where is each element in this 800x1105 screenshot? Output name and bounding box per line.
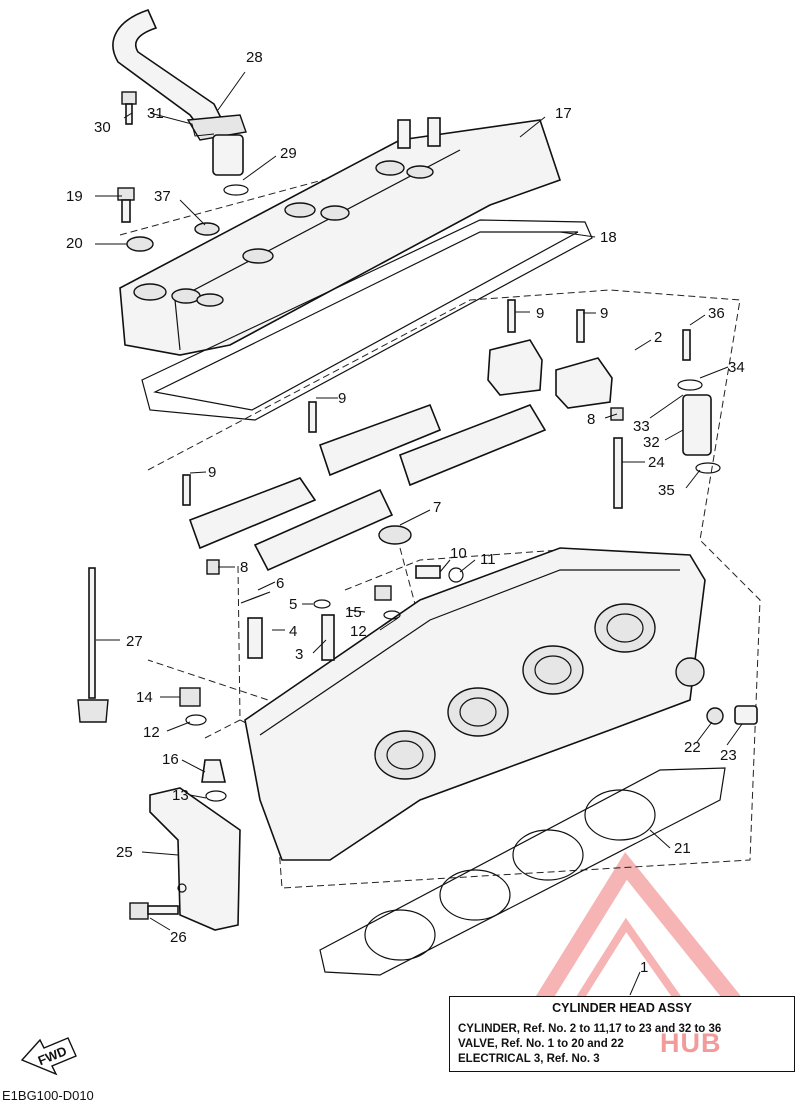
stud-bolt [613, 437, 623, 509]
callout-label: 9 [208, 464, 216, 481]
seal-5 [313, 599, 331, 609]
cover-plug-holes [133, 160, 434, 307]
guide-3 [321, 614, 335, 661]
bracket-hole [177, 883, 187, 893]
fwd-arrow: FWD [20, 1037, 77, 1076]
cover-gasket-inner [153, 231, 579, 411]
legend-line-cylinder: CYLINDER, Ref. No. 2 to 11,17 to 23 and … [458, 1023, 722, 1035]
hose-joint [186, 114, 247, 141]
callout-label: 19 [66, 188, 83, 205]
callout-label: 33 [633, 418, 650, 435]
callout-label: 29 [280, 145, 297, 162]
callout-label: 4 [289, 623, 297, 640]
washer-12 [383, 610, 401, 620]
callout-label: 20 [66, 235, 83, 252]
grommet-20 [126, 236, 154, 252]
nut-14 [179, 687, 201, 707]
callout-label: 7 [433, 499, 441, 516]
callout-label: 5 [289, 596, 297, 613]
cover-stud [397, 119, 411, 149]
callout-label: 3 [295, 646, 303, 663]
cover-gasket [141, 219, 593, 421]
callout-label: 23 [720, 747, 737, 764]
o-ring [223, 184, 249, 196]
callout-label: 9 [536, 305, 544, 322]
cable-tie-head [77, 699, 109, 723]
callout-label: 12 [143, 724, 160, 741]
callout-label: 27 [126, 633, 143, 650]
callout-label: 11 [480, 551, 496, 568]
callout-label: 14 [136, 689, 153, 706]
bracket-25 [149, 787, 241, 931]
callout-label: 1 [640, 959, 648, 976]
callout-label: 21 [674, 840, 691, 857]
callout-label: 36 [708, 305, 725, 322]
callout-label: 8 [587, 411, 595, 428]
hose-fitting [212, 134, 244, 176]
head-gasket-bores [364, 789, 656, 961]
callout-label: 17 [555, 105, 572, 122]
o-ring-35 [695, 462, 721, 474]
callout-label: 35 [658, 482, 675, 499]
callout-label: 25 [116, 844, 133, 861]
plug-7 [378, 525, 412, 545]
nut-15 [374, 585, 392, 601]
bolt-26 [129, 902, 179, 920]
callout-label: 10 [450, 545, 467, 562]
sensor-seal [677, 379, 703, 391]
cable-tie [88, 567, 96, 699]
callout-label: 9 [338, 390, 346, 407]
callout-label: 2 [654, 329, 662, 346]
legend-title: CYLINDER HEAD ASSY [552, 1001, 692, 1015]
callout-label: 30 [94, 119, 111, 136]
callout-label: 15 [345, 604, 362, 621]
callout-label: 9 [600, 305, 608, 322]
callout-label: 18 [600, 229, 617, 246]
washer-11 [448, 567, 464, 583]
callout-label: 6 [276, 575, 284, 592]
washer-22 [706, 707, 724, 725]
callout-label: 22 [684, 739, 701, 756]
head-gasket [319, 767, 726, 976]
water-outlet [675, 657, 705, 687]
cam-caps [188, 339, 613, 572]
plug-23 [734, 705, 758, 725]
bolt-19 [117, 187, 135, 223]
guide-4 [247, 617, 263, 659]
washer-12b [185, 714, 207, 726]
sensor-32 [682, 394, 712, 456]
legend-box: CYLINDER HEAD ASSY CYLINDER, Ref. No. 2 … [449, 996, 795, 1072]
legend-line-electrical: ELECTRICAL 3, Ref. No. 3 [458, 1053, 600, 1065]
callout-label: 28 [246, 49, 263, 66]
callout-label: 26 [170, 929, 187, 946]
callouts: 28 30 31 29 17 19 37 20 18 9 9 2 36 34 9… [66, 49, 745, 976]
leader-lines [95, 71, 743, 996]
legend-line-valve: VALVE, Ref. No. 1 to 20 and 22 [458, 1038, 624, 1050]
callout-label: 24 [648, 454, 665, 471]
callout-label: 8 [240, 559, 248, 576]
valve-6 [240, 591, 271, 604]
callout-label: 16 [162, 751, 179, 768]
bolt-10 [415, 565, 441, 579]
dowel-pin [206, 559, 220, 575]
bolt-30 [121, 91, 137, 125]
callout-label: 13 [172, 787, 189, 804]
watermark-text: HUB [660, 1028, 722, 1058]
frame-line [204, 719, 241, 739]
callout-label: 31 [147, 105, 164, 122]
washer-13 [205, 790, 227, 802]
cylinder-head-cover [119, 119, 562, 356]
callout-label: 32 [643, 434, 660, 451]
cylinder-head-top-edge [259, 569, 680, 736]
cam-cap-bolts [182, 299, 691, 506]
grommet-37 [194, 222, 220, 236]
callout-label: 37 [154, 188, 171, 205]
cap-nut-16 [201, 759, 227, 783]
cover-stud [427, 117, 441, 147]
callout-label: 34 [728, 359, 745, 376]
drawing-code: E1BG100-D010 [2, 1088, 94, 1103]
callout-label: 12 [350, 623, 367, 640]
intake-ports [374, 603, 656, 780]
